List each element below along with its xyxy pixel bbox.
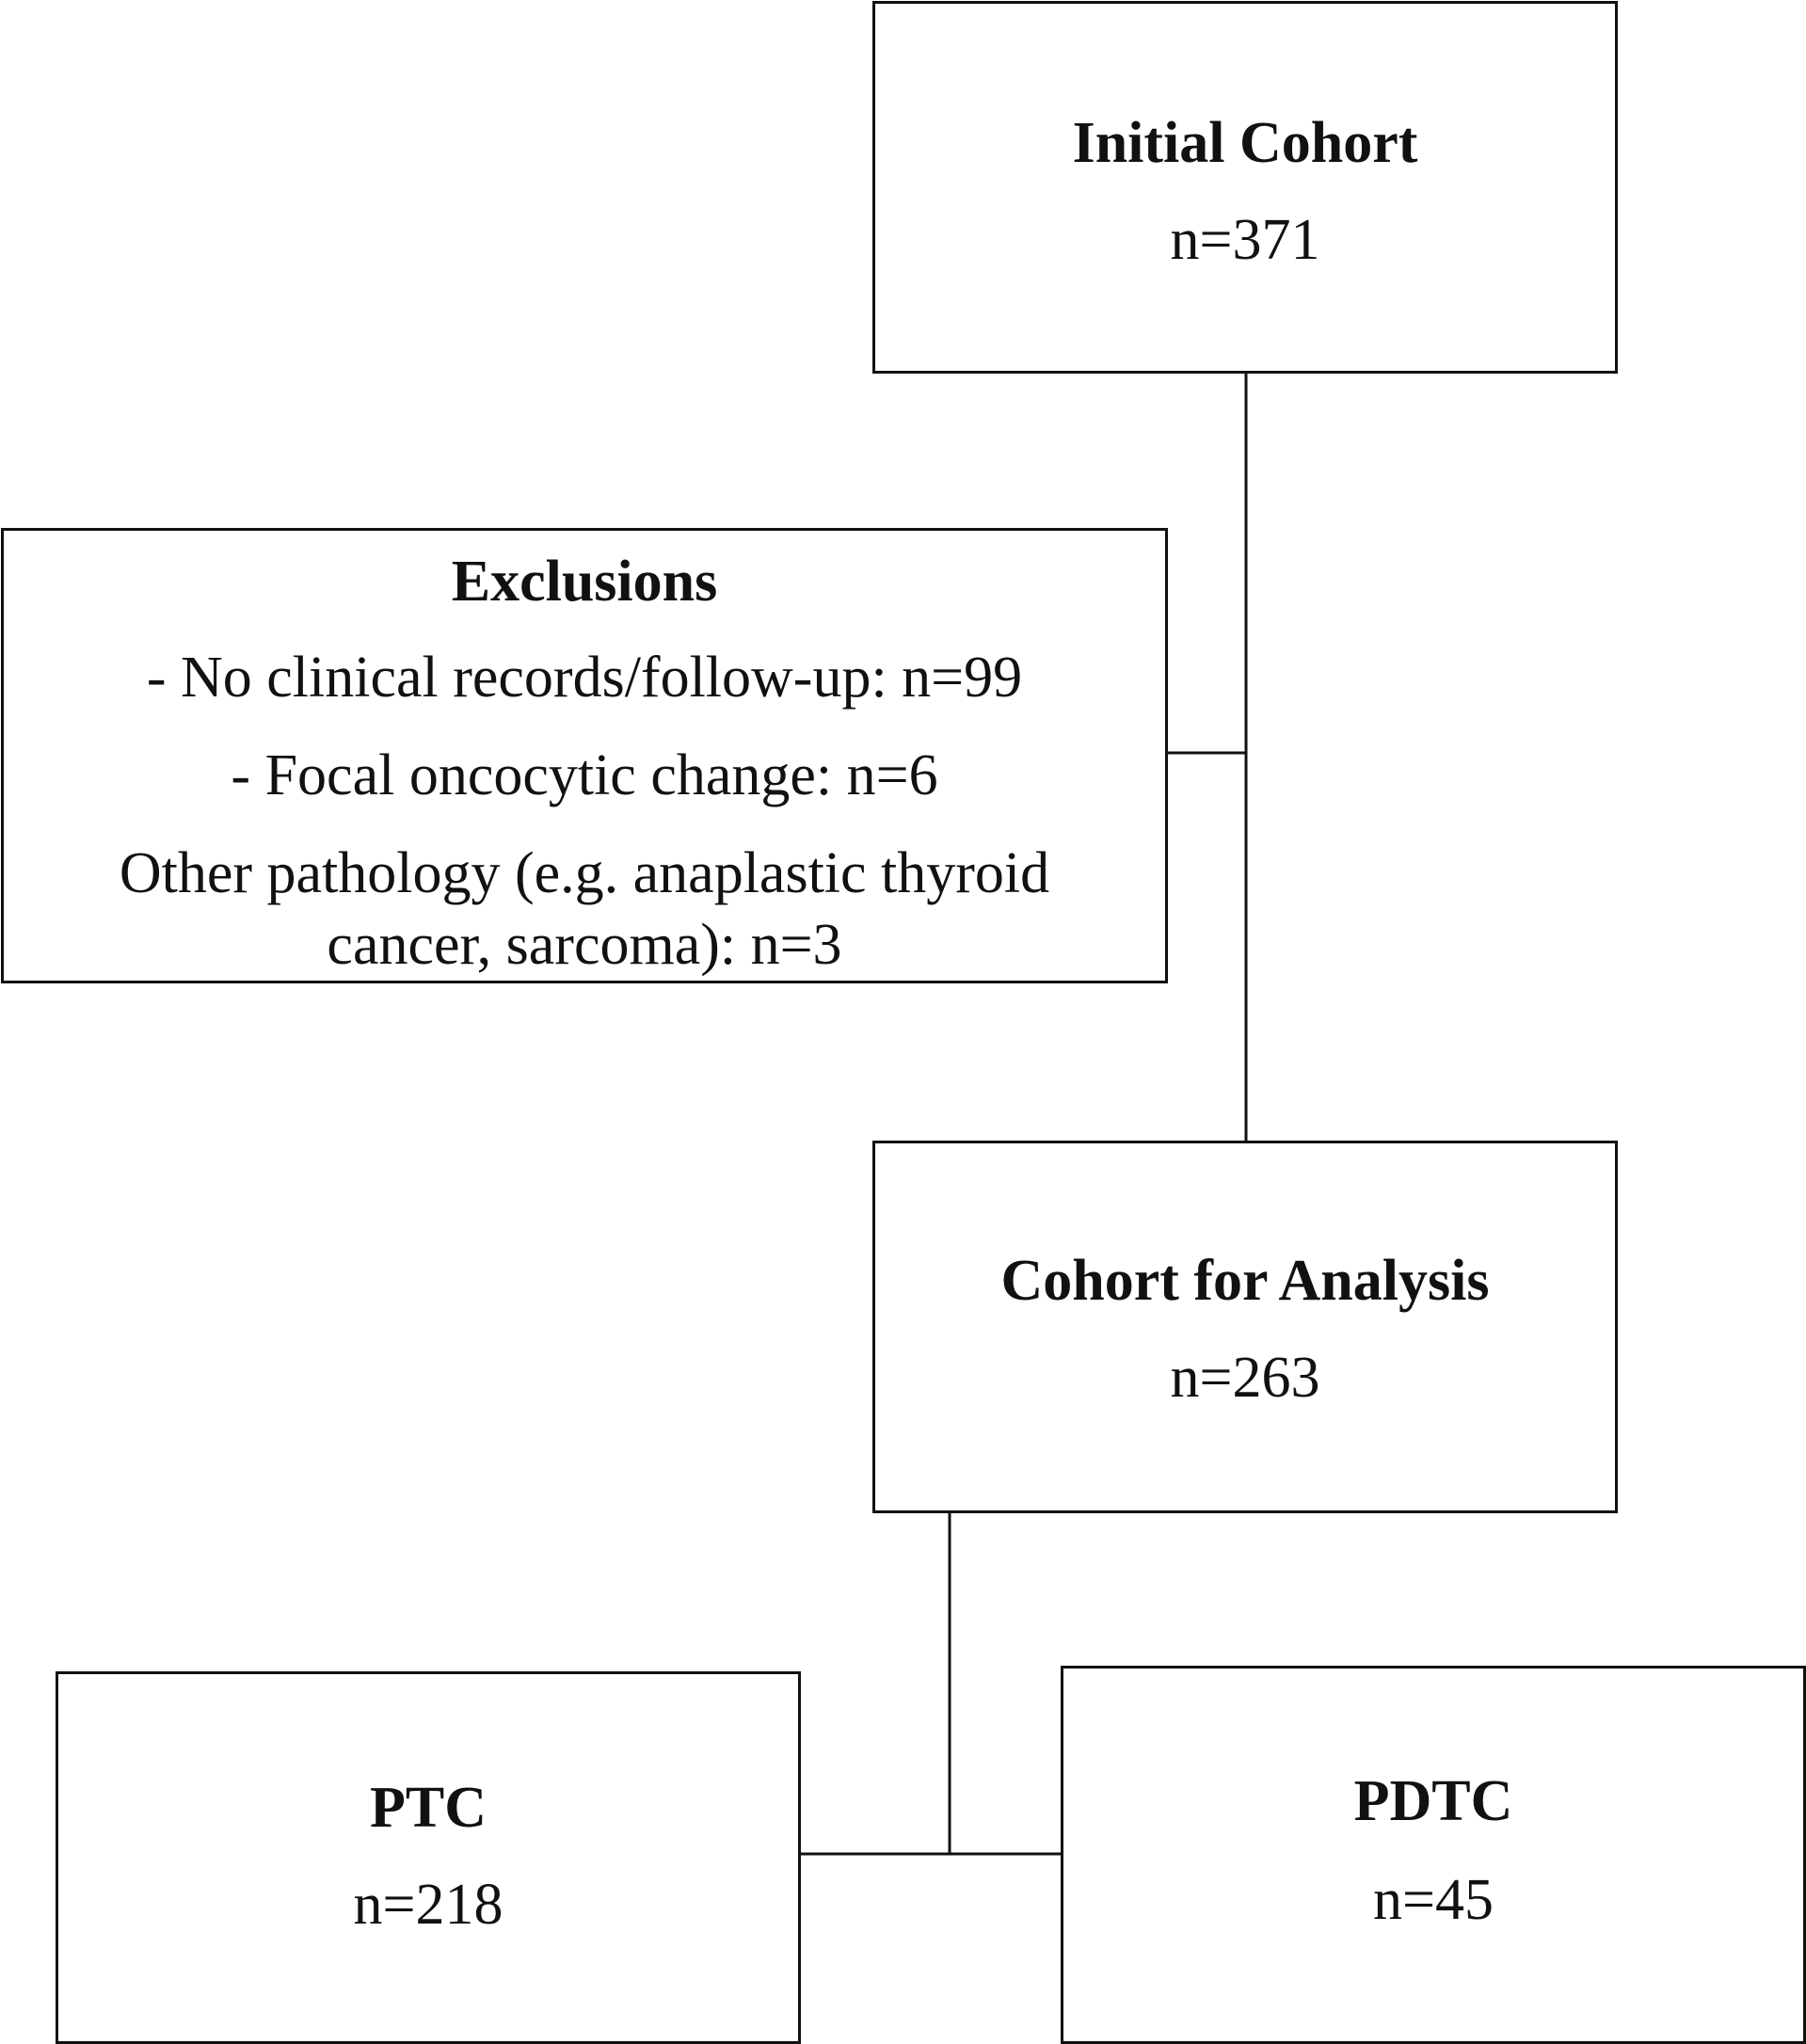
exclusion-item: cancer, sarcoma): n=3	[327, 913, 842, 977]
pdtc-count: n=45	[1373, 1868, 1494, 1932]
analysis-cohort-box: Cohort for Analysis n=263	[872, 1141, 1618, 1513]
pdtc-box: PDTC n=45	[1061, 1666, 1806, 2044]
ptc-title: PTC	[370, 1776, 487, 1840]
analysis-cohort-title: Cohort for Analysis	[1000, 1249, 1490, 1313]
exclusions-title: Exclusions	[451, 550, 718, 614]
exclusions-box: Exclusions - No clinical records/follow-…	[1, 528, 1168, 983]
pdtc-title: PDTC	[1353, 1769, 1513, 1833]
ptc-count: n=218	[353, 1873, 503, 1937]
ptc-box: PTC n=218	[56, 1671, 801, 2044]
exclusion-item: Other pathology (e.g. anaplastic thyroid	[119, 841, 1050, 905]
initial-cohort-count: n=371	[1170, 208, 1320, 272]
initial-cohort-title: Initial Cohort	[1072, 111, 1418, 175]
analysis-cohort-count: n=263	[1170, 1346, 1320, 1410]
exclusion-item: - No clinical records/follow-up: n=99	[146, 646, 1023, 710]
initial-cohort-box: Initial Cohort n=371	[872, 1, 1618, 374]
exclusion-item: - Focal oncocytic change: n=6	[231, 743, 938, 807]
